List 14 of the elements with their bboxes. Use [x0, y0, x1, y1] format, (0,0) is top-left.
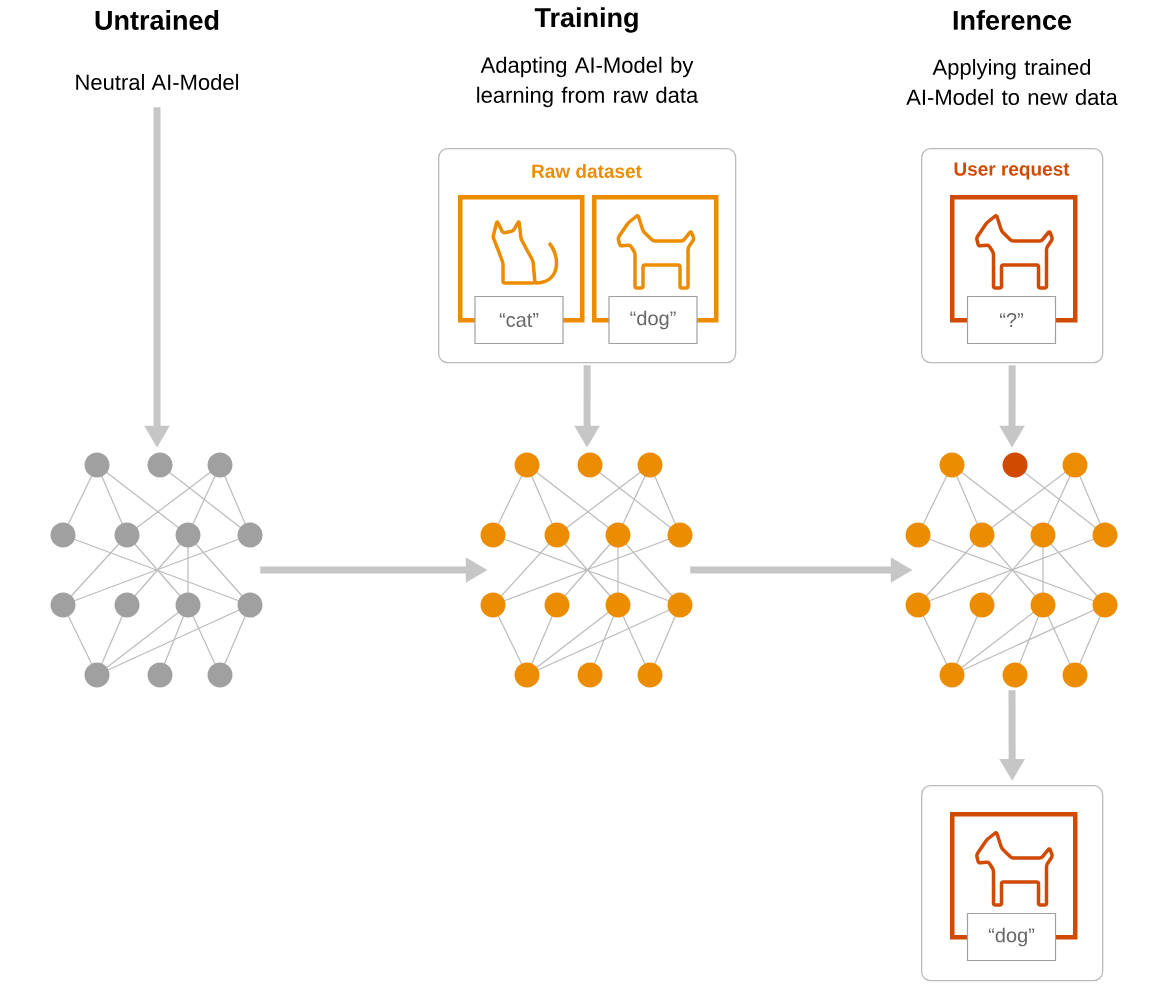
column-heading: Inference — [953, 10, 1072, 30]
label-box: “dog” — [966, 912, 1057, 962]
neural-network-drawing — [905, 452, 1118, 688]
panel — [921, 785, 1104, 982]
neural-network-drawing — [50, 452, 263, 688]
label-box: “cat” — [474, 295, 564, 345]
column-heading: Training — [534, 7, 638, 33]
neural-network-drawing — [480, 452, 693, 688]
column-subtitle: Applying trained AI-Model to new data — [906, 58, 1118, 106]
label-box: “?” — [966, 295, 1057, 345]
label-box: “dog” — [608, 295, 698, 345]
model-label: Neutral AI-Model — [76, 73, 239, 91]
column-heading: Untrained — [95, 10, 219, 30]
column-subtitle: Adapting AI-Model by learning from raw data — [477, 56, 699, 108]
